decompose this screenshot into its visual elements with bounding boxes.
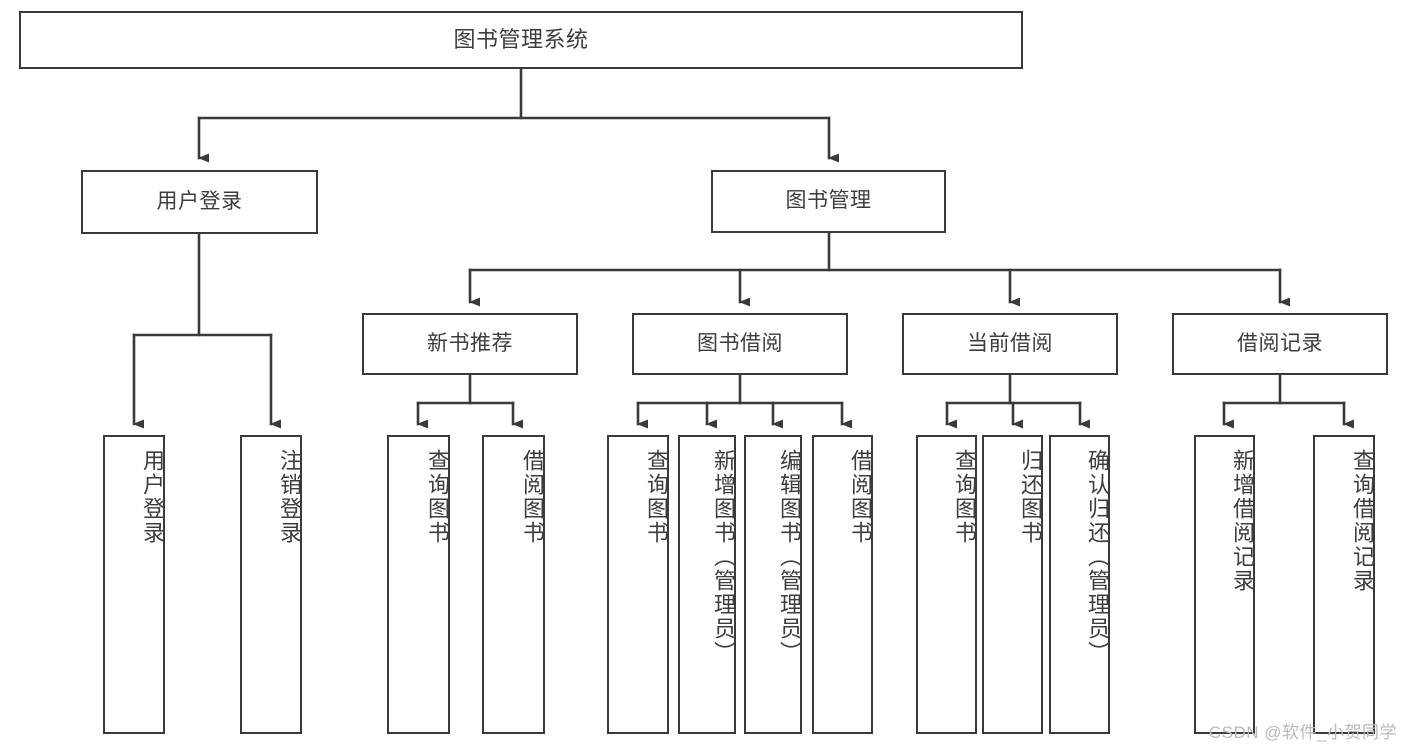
node-book-borrow[interactable]: 图书借阅: [632, 313, 848, 375]
leaf-node-label: 新增借阅记录: [1230, 449, 1255, 593]
leaf-node[interactable]: 新增图书（管理员）: [678, 435, 736, 734]
leaf-node[interactable]: 确认归还（管理员）: [1049, 435, 1110, 734]
leaf-node-label: 新增图书（管理员）: [711, 449, 736, 665]
node-book-management-label: 图书管理: [785, 189, 872, 213]
leaf-node[interactable]: 归还图书: [982, 435, 1043, 734]
leaf-node-label: 归还图书: [1018, 449, 1043, 545]
node-borrow-record[interactable]: 借阅记录: [1172, 313, 1388, 375]
leaf-node-label: 查询图书: [952, 449, 977, 545]
leaf-node[interactable]: 借阅图书: [482, 435, 545, 734]
leaf-node[interactable]: 新增借阅记录: [1194, 435, 1255, 734]
leaf-node[interactable]: 用户登录: [103, 435, 165, 734]
leaf-node[interactable]: 注销登录: [240, 435, 302, 734]
node-book-management[interactable]: 图书管理: [711, 170, 946, 233]
leaf-node[interactable]: 查询借阅记录: [1313, 435, 1375, 734]
leaf-node[interactable]: 查询图书: [916, 435, 977, 734]
leaf-node-label: 借阅图书: [848, 449, 873, 545]
leaf-node[interactable]: 查询图书: [387, 435, 450, 734]
node-current-borrow-label: 当前借阅: [967, 331, 1053, 355]
leaf-node-label: 用户登录: [140, 449, 165, 545]
node-new-book-recommend-label: 新书推荐: [427, 331, 513, 355]
leaf-node-label: 查询借阅记录: [1350, 449, 1375, 593]
leaf-node-label: 编辑图书（管理员）: [777, 449, 802, 665]
node-root[interactable]: 图书管理系统: [19, 11, 1023, 69]
csdn-watermark: CSDN @软件_小贺同学: [1208, 723, 1397, 742]
node-new-book-recommend[interactable]: 新书推荐: [362, 313, 578, 375]
leaf-node-label: 注销登录: [277, 449, 302, 545]
node-user-login-label: 用户登录: [156, 189, 243, 213]
leaf-node-label: 查询图书: [425, 449, 450, 545]
leaf-node-label: 借阅图书: [520, 449, 545, 545]
leaf-node-label: 查询图书: [644, 449, 669, 545]
leaf-node[interactable]: 编辑图书（管理员）: [744, 435, 802, 734]
leaf-node[interactable]: 查询图书: [607, 435, 669, 734]
node-current-borrow[interactable]: 当前借阅: [902, 313, 1118, 375]
node-borrow-record-label: 借阅记录: [1237, 331, 1323, 355]
node-user-login[interactable]: 用户登录: [81, 170, 318, 234]
node-root-label: 图书管理系统: [453, 27, 589, 53]
leaf-node[interactable]: 借阅图书: [812, 435, 873, 734]
leaf-node-label: 确认归还（管理员）: [1085, 449, 1110, 665]
node-book-borrow-label: 图书借阅: [697, 331, 783, 355]
